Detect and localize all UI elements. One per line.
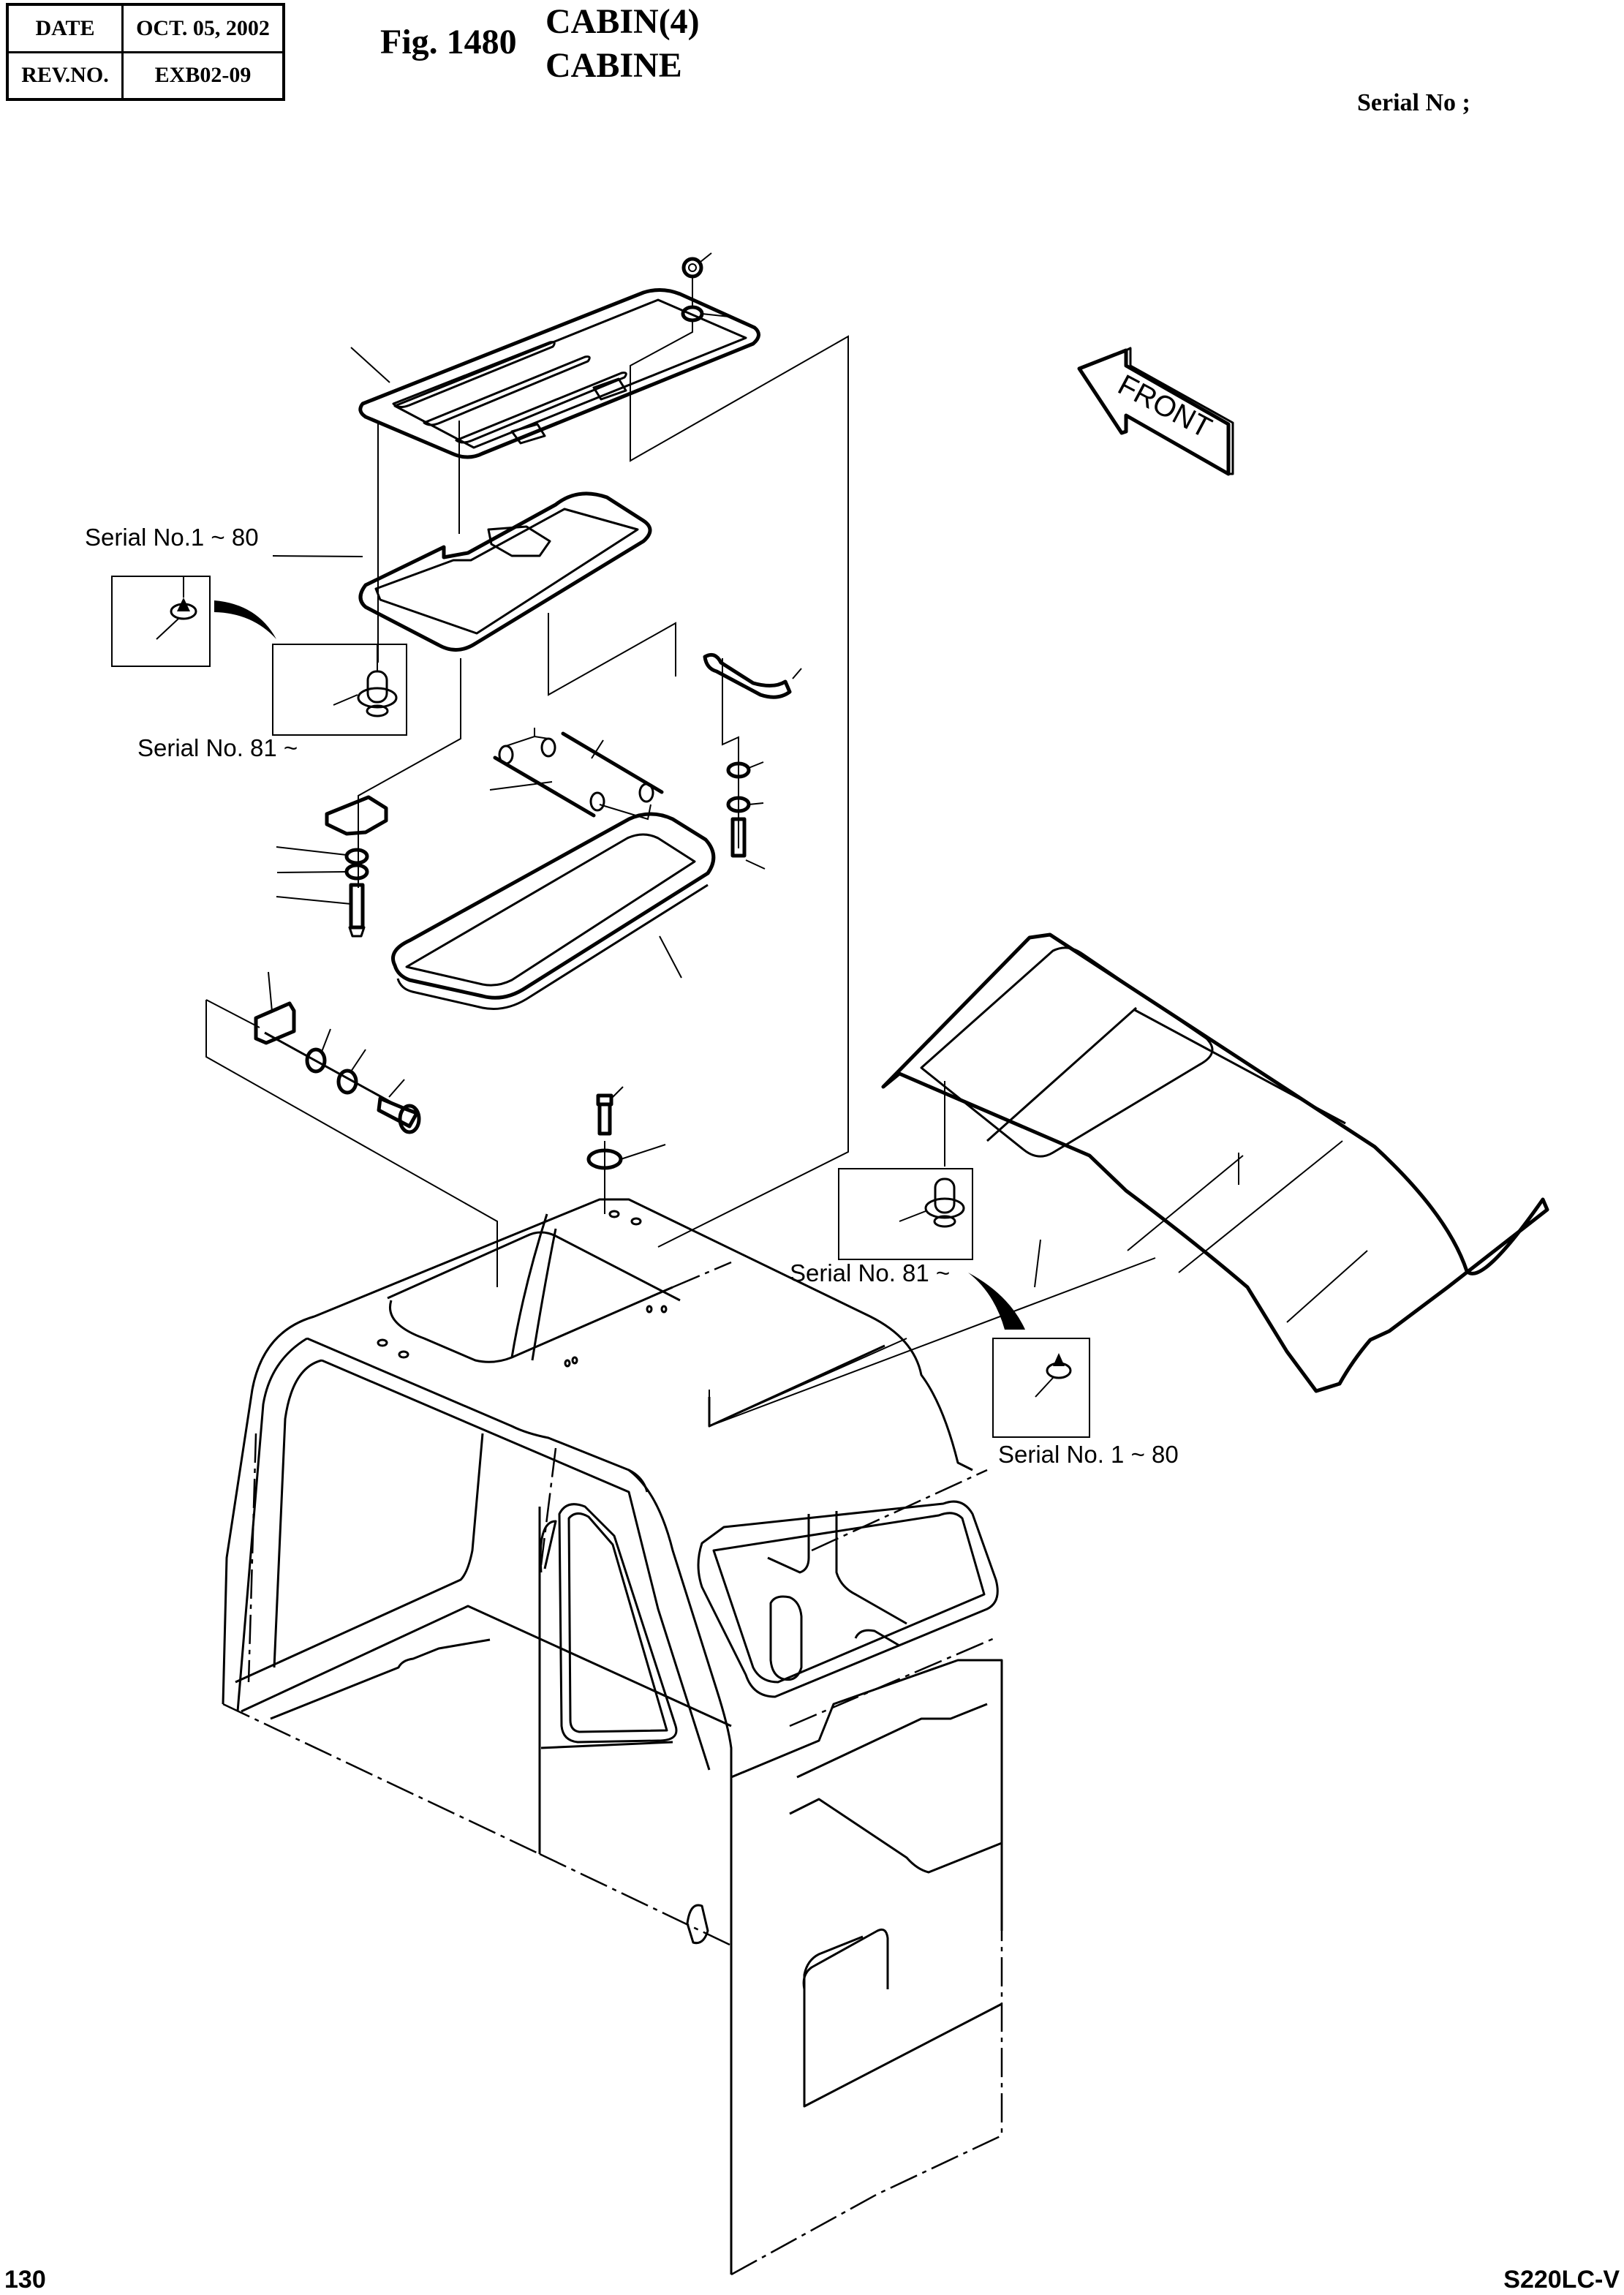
hinge-bracket-assembly	[276, 658, 461, 938]
gas-springs	[489, 728, 664, 821]
hatch-inner-panel	[272, 421, 652, 663]
detail-box-serial-81	[272, 644, 407, 736]
callout-cover-serial-1-80: Serial No. 1 ~ 80	[998, 1441, 1179, 1468]
date-label: DATE	[6, 3, 124, 53]
revision-info-table: DATE OCT. 05, 2002 REV.NO. EXB02-09	[6, 3, 285, 101]
cabin-roof-bolt	[586, 1086, 666, 1214]
roof-hatch-glass	[350, 288, 760, 459]
callout-hatch-serial-81: Serial No. 81 ~	[137, 734, 298, 761]
hatch-frame-seal	[391, 812, 716, 1010]
revision-label: REV.NO.	[6, 50, 124, 101]
revision-value: EXB02-09	[121, 50, 285, 101]
front-direction-arrow: FRONT	[1077, 347, 1234, 476]
date-value: OCT. 05, 2002	[121, 3, 285, 53]
latch-assembly	[205, 971, 498, 1287]
cover-detail-pointer-arrow	[968, 1273, 1025, 1330]
title-french: CABINE	[545, 46, 682, 85]
callout-hatch-serial-1-80: Serial No.1 ~ 80	[85, 524, 259, 551]
grab-handle	[703, 652, 802, 870]
figure-number: Fig. 1480	[380, 23, 517, 61]
detail-box-cover-serial-1-80	[992, 1338, 1090, 1438]
leader-line	[709, 1257, 1156, 1427]
roof-cover-panel	[881, 932, 1549, 1393]
cabin-body	[222, 1198, 1003, 2276]
page-number: 130	[4, 2266, 46, 2294]
detail-box-cover-serial-81	[838, 1168, 973, 1260]
detail-box-serial-1-80	[111, 576, 211, 667]
detail-pointer-arrow	[214, 600, 276, 639]
leader-line	[548, 613, 676, 696]
title-english: CABIN(4)	[545, 2, 700, 41]
serial-number-header: Serial No ;	[1357, 89, 1470, 116]
callout-cover-serial-81: Serial No. 81 ~	[790, 1259, 951, 1286]
hatch-nut-and-washer	[630, 252, 849, 1248]
model-number: S220LC-V	[1503, 2266, 1620, 2294]
